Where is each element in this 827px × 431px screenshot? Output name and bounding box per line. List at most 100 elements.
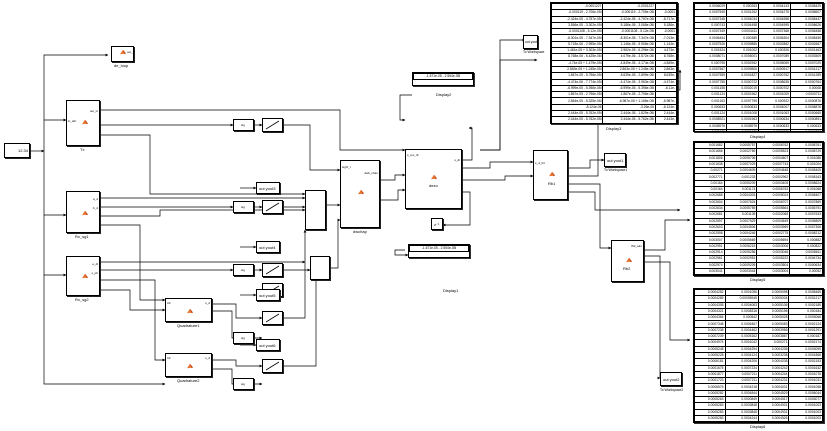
table-cell: 0.0007211 [724,377,759,385]
table-cell: 0.0001058 [788,383,823,391]
saturation-block-1[interactable] [262,118,283,132]
table-cell: 0.0008447 [790,15,823,23]
unit-delay-block[interactable]: z⁻¹ [431,218,443,230]
port-rx1-b: b_d [92,206,98,210]
workspace-name: out yout4 [259,245,276,250]
saturation-block-6[interactable] [262,359,283,373]
display3[interactable]: -0.0001227-0.0001227-0.000119 - 2.706e-0… [550,2,678,124]
rb2-block[interactable]: fft2_aim Rb2 [611,240,644,282]
table-cell: 0.0000849 [724,396,759,404]
table-cell: 2.863e-05 + 1.245e-05i [551,65,604,74]
rb1-block[interactable]: s_d_fnl Rb1 [533,150,568,200]
tx-block[interactable]: out_tx in_abr [66,100,100,146]
table-cell: 0.0004124 [724,351,759,360]
to-workspace-block-5[interactable]: out yout5 [256,289,280,301]
rx-sg2-label: Rx_sg2 [75,297,89,302]
sig-label: sig [241,336,245,340]
dezo-block[interactable]: s_rec_dt s_dt dezo [405,149,462,209]
constant-block[interactable]: 12.34 [4,143,30,158]
table-cell: 1.867e-05 - 2.796e-05i [551,91,604,99]
workspace-name: out yout6 [259,343,276,348]
to-workspace-block-6[interactable]: out yout6 [256,339,280,351]
table-cell: 0.0000891 [790,116,823,124]
display6-caption: Display6 [750,424,766,429]
to-workspace-block-0[interactable]: out yout [523,35,538,49]
workspace-name: out yout5 [259,293,276,298]
table-cell: -4.74e-05 + 1.479e-05i [551,59,604,67]
sig-block-3[interactable]: sig [233,264,254,276]
table-cell: 0.0002124 [788,320,823,328]
workspace-name: out yout [525,40,538,44]
table-cell: 2.443e- [655,116,677,123]
table-cell: 2.864e-05 - 5.325e-06i [551,97,604,105]
matlab-logo-icon [187,308,193,314]
table-cell: 0.00005945 [724,295,759,303]
quadrature2-label: Quadrature2 [177,378,200,383]
table-cell: 0.0008626 [790,21,823,30]
bus-creator-1[interactable] [305,190,326,230]
port-q2-out: s_d [205,356,210,360]
rx-sg1-block[interactable]: a_d b_d [66,191,100,233]
matlab-logo-icon [187,363,193,369]
sig-block-4[interactable]: sig [233,332,254,344]
table-cell: 0.0001338 [790,128,823,131]
display1-caption: Display1 [443,288,459,293]
sig-block-1[interactable]: sig [233,119,254,131]
saturation-block-5[interactable] [262,311,283,325]
table-cell: 0.001172 [694,128,727,131]
saturation-icon [265,265,280,275]
table-cell: 0.0001338 [758,128,791,131]
table-cell: 0.0007029 [790,59,823,67]
sig-block-2[interactable]: sig [233,201,254,213]
display2[interactable]: -1.671e-05 - 2.554e-05i [412,72,474,86]
rx-sg2-block[interactable]: e_di s_ph [66,256,100,296]
saturation-block-3[interactable] [262,263,283,277]
table-cell: 0.0002185 [788,301,823,309]
to-workspace-block-4[interactable]: out yout4 [256,241,280,253]
display1[interactable]: -1.671e-05 - 2.554e-05i [408,244,470,258]
to-workspace-block-1[interactable]: out yout1 [604,153,626,167]
table-cell: 0.0000634 [789,261,823,269]
dwchap-block[interactable]: sigO_t dwk_chan [340,160,380,228]
table-cell: 0.0001172 [726,128,759,131]
table-row: -4.474e-06 - 7.774e-05i-4.474e-05 - 3.96… [551,78,677,86]
table-cell: 3.556e-05 - 3.302e-05i [551,21,604,30]
bus-creator-2[interactable] [310,256,330,280]
sig-block-5[interactable]: sig [233,378,254,390]
to-workspace-block-3[interactable]: out yout3 [256,182,280,194]
table-cell: 0.0002174 [788,339,823,347]
table-cell: -4.474e-06 - 7.774e-05i [551,78,604,86]
table-cell: -6.987e- [655,97,677,105]
table-cell: 0.0001031 [788,377,823,385]
port-tx-in: in_abr [68,119,77,123]
table-cell: -4.474e- [655,78,677,86]
table-cell: -2.424e-05 - 4.757e-05i [551,15,604,23]
saturation-block-2[interactable] [262,200,283,214]
quadrature1-block[interactable]: tr2 s_d [165,298,212,322]
table-cell: 0.0001848 [757,421,790,422]
table-cell: 0.0007211 [724,370,759,379]
to-workspace-block-2[interactable]: out yout2 [660,372,682,386]
de-loop-block[interactable]: out_tx [111,46,134,62]
quadrature2-block[interactable]: tr2 s_d [165,353,212,377]
